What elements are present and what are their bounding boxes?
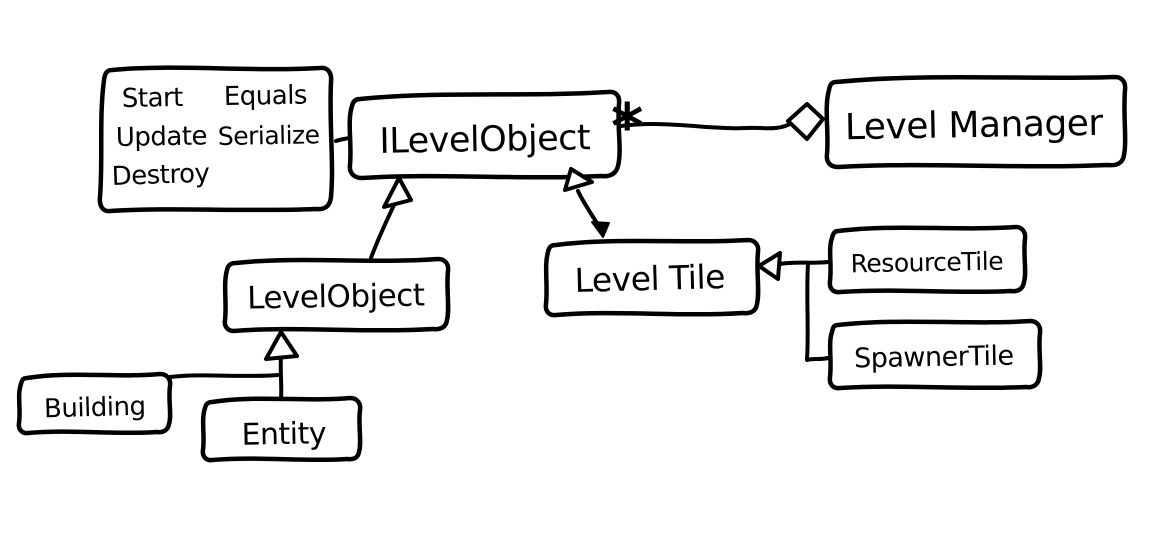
- method-label-serialize: Serialize: [218, 120, 320, 151]
- building-label: Building: [44, 392, 146, 425]
- generalization-line-building: [168, 373, 280, 379]
- generalization-line-resourcetile: [778, 260, 830, 266]
- resourcetile-label: ResourceTile: [850, 247, 1003, 279]
- hollow-triangle-icon-tiles: [757, 251, 782, 281]
- method-label-update: Update: [116, 121, 208, 153]
- levelobject-label: LevelObject: [247, 277, 425, 316]
- hollow-triangle-icon-entity-building: [264, 330, 299, 361]
- aggregation-line-ilevelobject-levelmanager: [619, 122, 792, 131]
- building-box: [16, 371, 173, 436]
- aggregation-diamond-icon: [786, 102, 825, 141]
- generalization-line-spawnertile: [805, 356, 830, 362]
- generalization-line-levelobject: [369, 203, 396, 260]
- leveltile-box: [543, 237, 761, 318]
- hollow-triangle-icon-levelobject: [382, 176, 413, 209]
- levelmanager-box: [824, 74, 1128, 170]
- levelobject-box: [222, 256, 451, 334]
- arrowhead-icon-leveltile-end: [591, 221, 610, 238]
- method-label-start: Start: [122, 83, 184, 114]
- interface-methods-labels: Start Equals Update Serialize Destroy: [111, 81, 320, 192]
- ilevelobject-label: ILevelObject: [379, 118, 590, 162]
- resourcetile-box: [827, 224, 1028, 295]
- generalization-line-entity: [278, 354, 284, 401]
- levelmanager-label: Level Manager: [845, 103, 1104, 149]
- entity-label: Entity: [241, 416, 326, 452]
- spawnertile-box: [827, 318, 1043, 391]
- leveltile-label: Level Tile: [574, 257, 725, 300]
- ilevelobject-box: [347, 89, 622, 181]
- entity-box: [200, 395, 363, 463]
- multiplicity-star-label: *: [611, 90, 643, 163]
- generalization-branch-vertical: [805, 262, 810, 361]
- method-label-destroy: Destroy: [111, 159, 210, 192]
- interface-methods-box: [97, 65, 335, 214]
- method-label-equals: Equals: [224, 81, 308, 112]
- spawnertile-label: SpawnerTile: [854, 341, 1014, 375]
- hollow-triangle-icon-leveltile: [563, 167, 594, 192]
